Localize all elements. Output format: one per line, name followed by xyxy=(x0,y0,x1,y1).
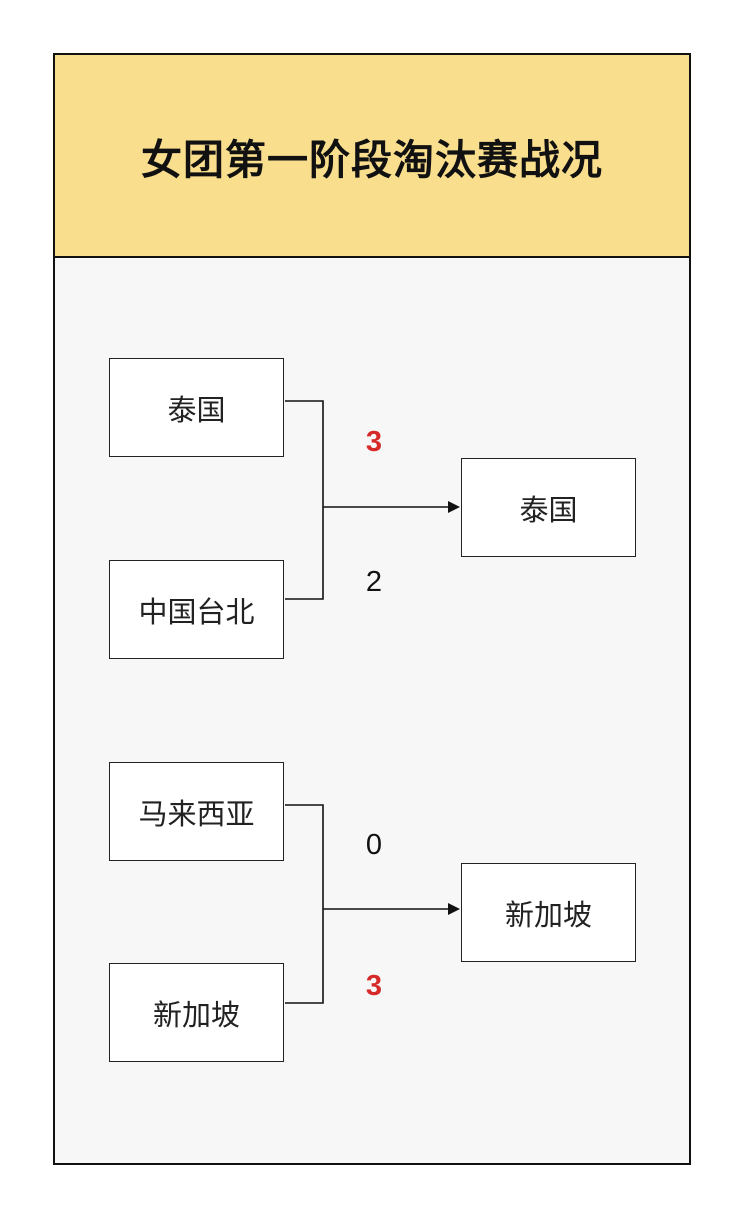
match-2-team-a-box: 马来西亚 xyxy=(109,762,284,861)
match-2-team-b-box: 新加坡 xyxy=(109,963,284,1062)
match-1-team-b-box: 中国台北 xyxy=(109,560,284,659)
match-1-bracket-line xyxy=(285,400,324,600)
match-1-team-a-box: 泰国 xyxy=(109,358,284,457)
match-2-bracket-line xyxy=(285,804,324,1004)
match-2-winner-box: 新加坡 xyxy=(461,863,636,962)
match-1-winner-box: 泰国 xyxy=(461,458,636,557)
match-1-score-b: 2 xyxy=(365,566,383,598)
match-2-score-b: 3 xyxy=(365,970,383,1002)
page-title: 女团第一阶段淘汰赛战况 xyxy=(141,135,603,184)
match-2-score-a: 0 xyxy=(365,829,383,861)
match-1-score-a: 3 xyxy=(365,426,383,458)
header-banner: 女团第一阶段淘汰赛战况 xyxy=(55,55,689,258)
